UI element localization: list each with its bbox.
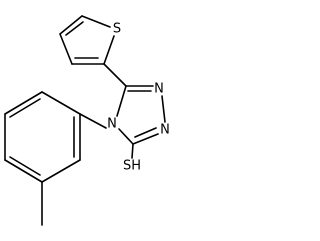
triazole-ring: [116, 85, 166, 145]
bond-n1-n2: [161, 95, 166, 123]
bond-n2-c3: [132, 133, 159, 145]
bond-c3-sh: [131, 143, 134, 159]
bond-n2-c3-inner: [134, 127, 157, 138]
bond-c3-c4: [59, 33, 73, 65]
bond-c4-c5: [59, 15, 83, 35]
atom-label-n1: N: [154, 82, 164, 97]
atom-label-s-thiophene: S: [113, 22, 121, 37]
molecule-svg: S N N N SH: [4, 15, 170, 226]
tolyl-ring: [4, 91, 81, 183]
bond-s-c2: [103, 35, 115, 65]
bond-c3-n4: [118, 128, 134, 145]
bond-ar-5: [4, 91, 43, 115]
bond-n4-aryl: [79, 113, 107, 129]
bond-ar-3-inner: [9, 156, 41, 176]
bond-c4-c5-inner: [65, 21, 84, 36]
bond-c5-s: [81, 15, 111, 28]
bond-ar-6: [41, 91, 81, 115]
bond-ar-2: [41, 159, 81, 183]
atom-label-sh: SH: [123, 159, 141, 174]
bond-ar-3: [4, 159, 43, 183]
bond-ar-5-inner: [9, 98, 41, 118]
bond-n4-c5: [116, 85, 127, 117]
atom-label-n2: N: [160, 123, 170, 138]
thiophene-ring: [59, 15, 115, 65]
structure-diagram: S N N N SH: [4, 15, 170, 226]
bond-thiophene-triazole: [103, 63, 127, 87]
atom-label-n4: N: [107, 117, 117, 132]
